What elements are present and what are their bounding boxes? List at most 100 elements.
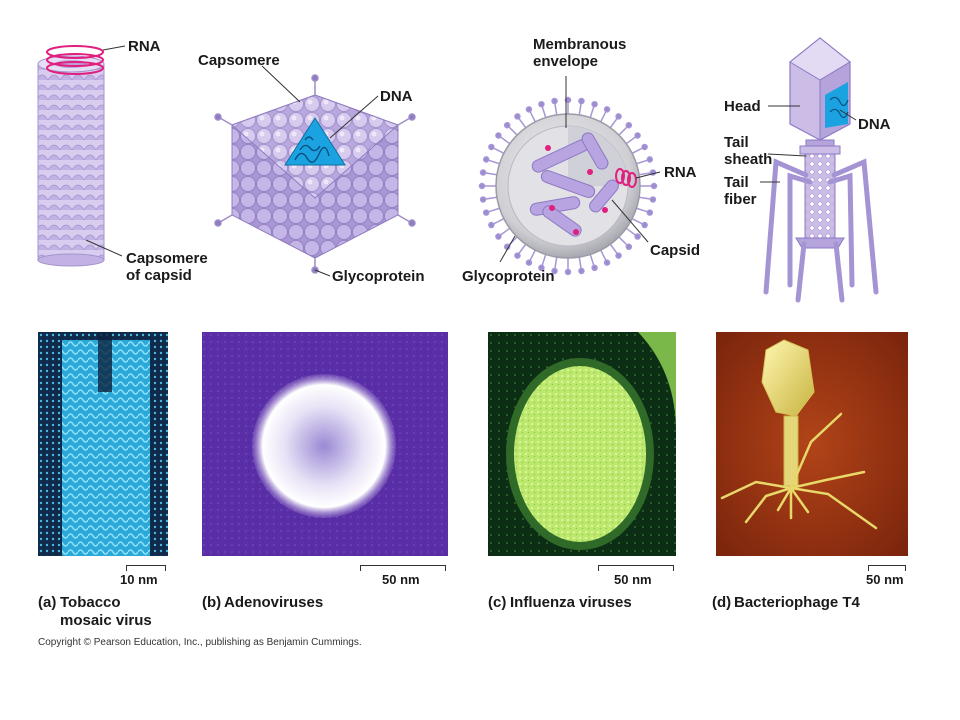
flu-spike [636,159,649,165]
flu-capsids [529,132,619,237]
phage-scale-text: 50 nm [866,572,904,587]
adeno-scale-bar [360,565,446,571]
flu-spike-tip [479,169,487,176]
flu-spike [625,227,637,236]
flu-spike [541,254,547,267]
flu-spike-tip [538,100,545,108]
caption-b: (b)Adenoviruses [202,594,323,612]
flu-spike [631,147,644,154]
flu-spike-tip [625,243,633,251]
flu-spike-tip [564,268,572,276]
caption-b-letter: (b) [202,594,222,611]
flu-spike [554,256,558,270]
flu-spike-tip [578,267,585,275]
phage-diagram [760,37,879,303]
flu-spike-tip [591,264,598,272]
flu-spike-tip [488,143,495,151]
flu-scale-bar [598,565,674,571]
adeno-micrograph [202,332,448,556]
flu-spike-tip [650,182,658,190]
flu-spike-tip [482,209,490,216]
flu-spike [541,105,547,118]
flu-spike [600,110,607,123]
flu-spike-tip [514,252,521,259]
caption-a-line1: Tobacco [60,594,121,611]
caption-b-line1: Adenoviruses [224,594,324,611]
flu-spike [484,172,498,176]
flu-spike-tip [538,264,545,272]
tmv-diagram [37,45,126,267]
caption-a-line2: mosaic virus [60,612,152,629]
flu-spike [636,207,649,213]
flu-spike [609,117,618,129]
flu-spike [499,227,511,236]
flu-envelope-line1: Membranous [533,36,627,53]
caption-d-line1: Bacteriophage T4 [734,594,860,611]
flu-spike [618,236,628,246]
copyright-notice: Copyright © Pearson Education, Inc., pub… [38,637,362,648]
flu-spike-tip [514,113,521,120]
caption-a: (a)Tobacco mosaic virus [38,594,152,630]
virus-diagrams [37,37,879,303]
flu-spike-tip [646,156,654,163]
flu-spike [631,218,644,225]
tmv-capsomere-label: Capsomere of capsid [126,250,208,284]
flu-spike-tip [525,259,533,266]
flu-spike-tip [578,97,585,105]
flu-micrograph-image [488,332,676,556]
flu-spike-tip [646,209,654,216]
adeno-scale-text: 50 nm [382,572,420,587]
flu-envelope-label: Membranous envelope [533,36,626,70]
flu-spike-tip [634,233,641,240]
flu-spike-tip [503,121,511,129]
flu-spike [618,126,628,136]
flu-spike [508,126,518,136]
phage-tail-sheath [804,153,836,239]
caption-c-line1: Influenza viruses [510,594,632,611]
phage-sheath-line1: Tail [724,134,749,151]
tmv-micrograph [38,332,168,556]
flu-spike-tip [495,132,502,139]
flu-spike-tip [603,259,611,266]
flu-scale-text: 50 nm [614,572,652,587]
flu-spikes [478,96,658,276]
phage-tail-fibers [763,158,879,303]
flu-spike [492,218,505,225]
caption-a-letter: (a) [38,594,57,611]
adeno-diagram [214,65,416,277]
flu-spike-tip [634,132,641,139]
flu-spike [578,102,582,116]
tmv-micrograph-image [38,332,168,556]
adeno-spikes [214,74,416,274]
caption-d: (d)Bacteriophage T4 [712,594,860,612]
flu-spike-tip [615,113,622,120]
caption-c-letter: (c) [488,594,507,611]
flu-spike-tip [551,97,558,105]
phage-micrograph [716,332,908,556]
phage-sheath-label: Tail sheath [724,134,772,168]
flu-diagram [478,76,661,276]
tmv-rna-helix [46,45,104,75]
flu-spike [638,172,652,176]
tmv-scale-bar [126,565,166,571]
flu-spike [487,207,500,213]
flu-spike-tip [591,100,598,108]
flu-spike [638,196,652,200]
phage-fiber-line2: fiber [724,191,757,208]
tmv-capsomere-line2: of capsid [126,267,192,284]
flu-spike [529,249,536,262]
flu-spike [609,243,618,255]
tmv-rna-label: RNA [128,38,161,55]
flu-spike [518,243,527,255]
flu-spike [492,147,505,154]
flu-spike-tip [495,233,502,240]
flu-spike-tip [641,221,648,229]
flu-spike [487,159,500,165]
adeno-glyco-label: Glycoprotein [332,268,425,285]
tmv-capsomere-line1: Capsomere [126,250,208,267]
phage-scale-bar [868,565,906,571]
flu-micrograph [488,332,676,556]
adeno-dna-label: DNA [380,88,413,105]
flu-spike [625,136,637,145]
flu-spike [578,256,582,270]
